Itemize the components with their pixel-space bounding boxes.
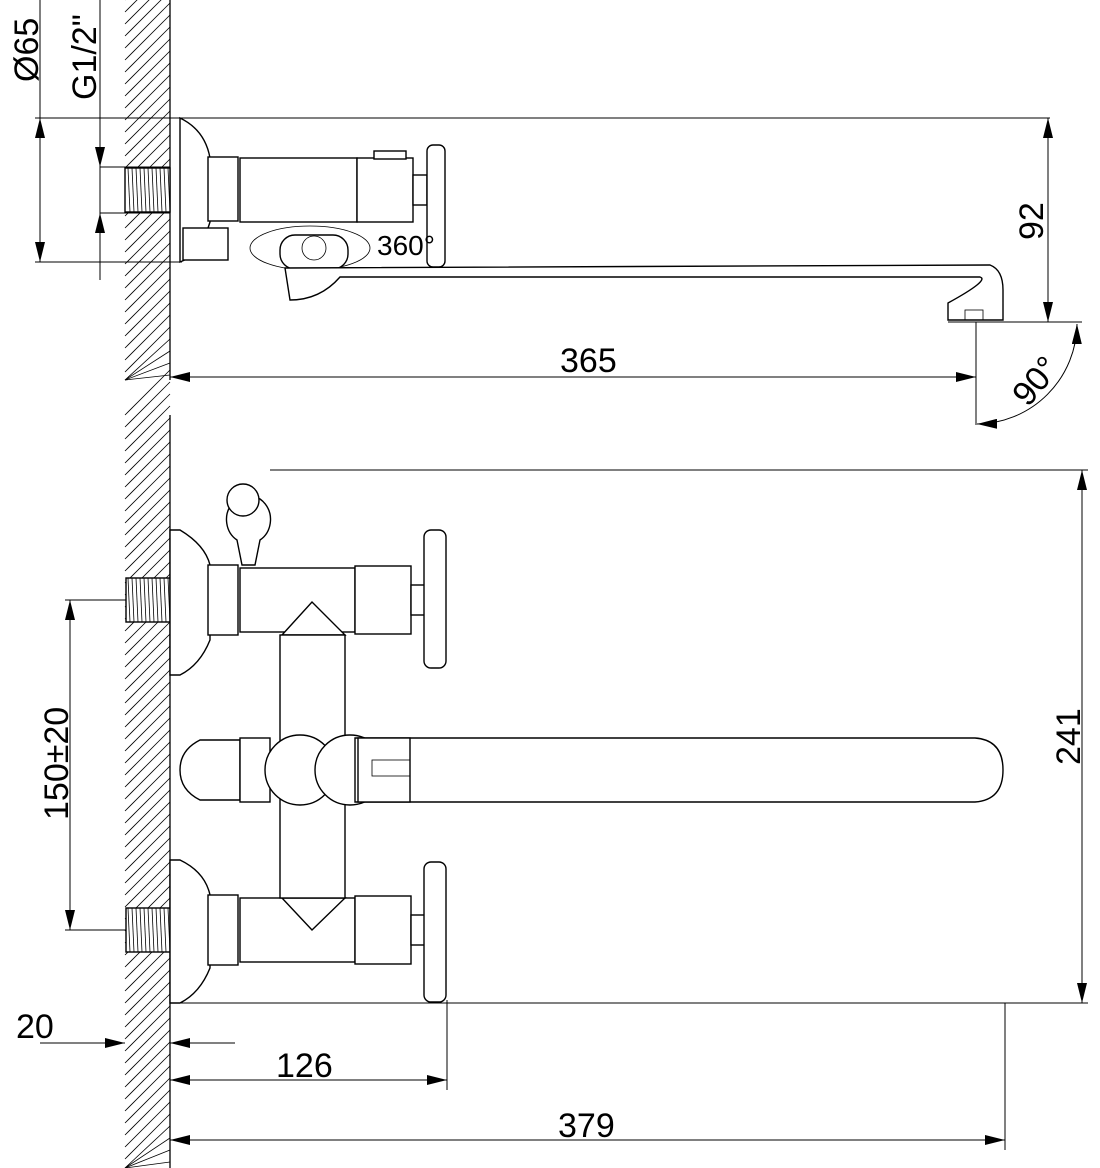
spout-top xyxy=(284,264,1004,321)
dim-center-distance: 150±20 xyxy=(38,707,76,820)
wall-hatch-front xyxy=(124,369,171,1168)
dim-flange-diameter: Ø65 xyxy=(8,18,46,82)
valve-upper xyxy=(354,565,412,635)
hex-nut-upper xyxy=(207,564,239,636)
hex-nut-lower xyxy=(207,894,239,966)
dim-total-height: 241 xyxy=(1050,708,1088,765)
dim-total-depth: 379 xyxy=(558,1107,615,1145)
thread-fitting-top xyxy=(124,167,171,213)
dim-angle: 90° xyxy=(1005,349,1067,413)
front-view xyxy=(40,469,1088,1150)
dim-thread: G1/2" xyxy=(66,14,104,100)
valve-lower xyxy=(354,895,412,965)
valve-body-top xyxy=(239,157,358,223)
flange-upper xyxy=(169,529,211,676)
dim-swivel: 360° xyxy=(377,230,435,261)
hex-nut-top xyxy=(207,156,239,222)
handle-upper xyxy=(423,529,447,669)
dim-height-92: 92 xyxy=(1013,202,1051,240)
dim-wall-offset: 20 xyxy=(16,1008,54,1046)
flange-lower xyxy=(169,859,211,1004)
top-view xyxy=(35,0,1082,429)
handle-lower xyxy=(423,861,447,1003)
dim-handle-depth: 126 xyxy=(276,1047,333,1085)
dim-spout-reach: 365 xyxy=(560,342,617,380)
diverter-knob xyxy=(179,739,241,801)
spout-front xyxy=(354,737,1004,803)
